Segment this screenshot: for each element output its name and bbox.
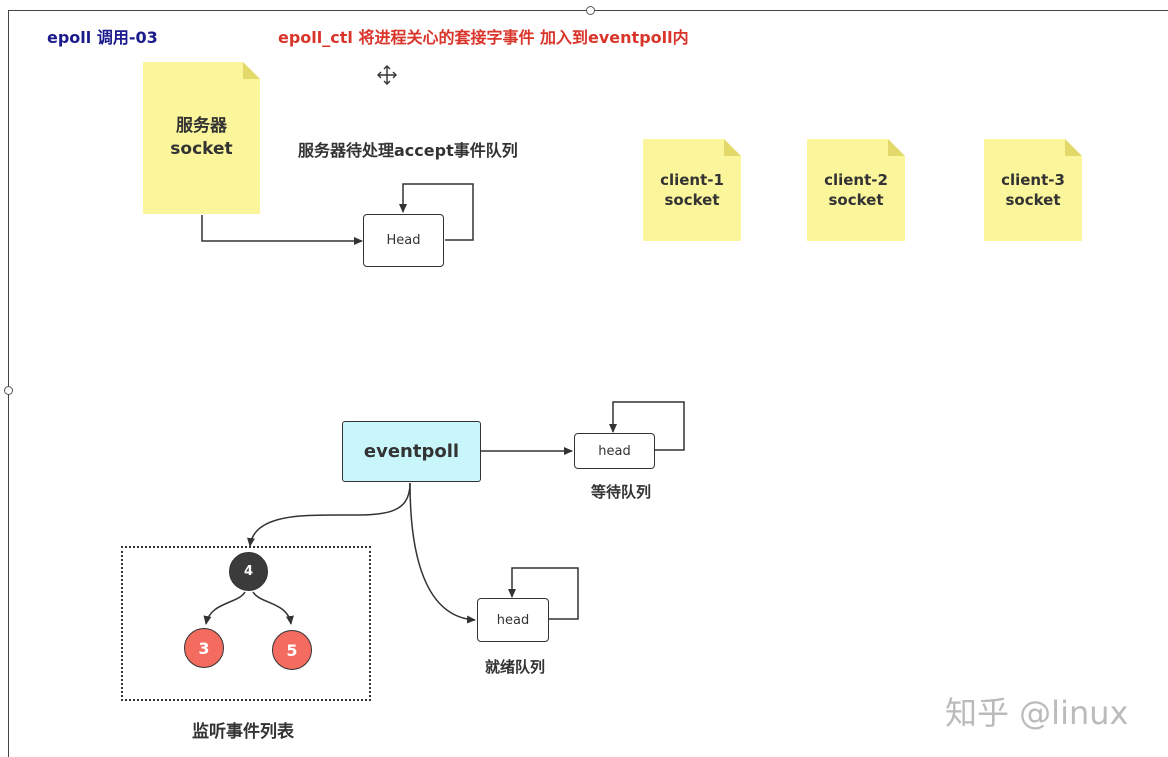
client-2-line2: socket (828, 191, 884, 209)
accept-queue-label: 服务器待处理accept事件队列 (298, 141, 518, 160)
wait-queue-label: 等待队列 (591, 483, 652, 501)
client-1-socket-note[interactable]: client-1 socket (643, 139, 741, 241)
rbtree-label: 监听事件列表 (192, 722, 294, 742)
rbtree-group (121, 546, 371, 701)
page-subtitle: epoll_ctl 将进程关心的套接字事件 加入到eventpoll内 (278, 28, 689, 47)
server-socket-note[interactable]: 服务器 socket (143, 62, 260, 214)
client-2-line1: client-2 (824, 171, 888, 189)
accept-queue-head[interactable]: Head (363, 214, 444, 267)
server-socket-line2: socket (170, 139, 233, 159)
resize-handle-left[interactable] (4, 386, 13, 395)
client-3-socket-note[interactable]: client-3 socket (984, 139, 1082, 241)
client-1-line1: client-1 (660, 171, 724, 189)
tree-node-root[interactable]: 4 (229, 552, 268, 591)
client-2-socket-note[interactable]: client-2 socket (807, 139, 905, 241)
ready-list-head[interactable]: head (477, 598, 549, 642)
resize-handle-top[interactable] (586, 6, 595, 15)
server-socket-line1: 服务器 (175, 116, 227, 136)
tree-node-left[interactable]: 3 (184, 628, 224, 668)
ready-list-label: 就绪队列 (485, 658, 546, 676)
client-3-line2: socket (1005, 191, 1061, 209)
client-3-line1: client-3 (1001, 171, 1065, 189)
page-title: epoll 调用-03 (47, 28, 158, 47)
watermark: 知乎 @linux (945, 694, 1129, 732)
tree-node-right[interactable]: 5 (272, 630, 312, 670)
eventpoll-box[interactable]: eventpoll (342, 421, 481, 482)
client-1-line2: socket (664, 191, 720, 209)
wait-queue-head[interactable]: head (574, 433, 655, 469)
